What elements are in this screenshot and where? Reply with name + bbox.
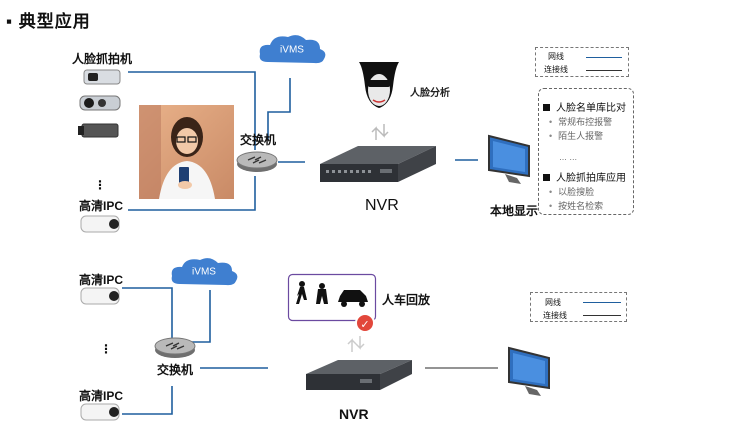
- line-ipc1-switch: [122, 287, 173, 342]
- switch-label-top: 交换机: [240, 133, 277, 147]
- hd-ipc-camera-icon: [80, 403, 120, 421]
- ivms-cloud-bottom: iVMS: [168, 255, 240, 289]
- face-analysis-label: 人脸分析: [410, 88, 450, 99]
- hd-ipc-camera-icon: [80, 215, 120, 233]
- line-cameras-switch: [128, 71, 256, 150]
- line-ivms2-switch: [190, 290, 211, 343]
- feature-group2-item: 以脸搜脸: [549, 185, 594, 198]
- box-camera-icon: [78, 123, 119, 138]
- legend-connection-line: [583, 315, 621, 316]
- face-camera-label: 人脸抓拍机: [72, 52, 133, 66]
- cloud-icon: [171, 258, 238, 286]
- legend-bottom: 网线 连接线: [530, 292, 627, 322]
- person-photo-icon: [139, 105, 234, 199]
- line-ivms-switch: [267, 78, 291, 140]
- nvr-label-top: NVR: [365, 197, 399, 214]
- monitor-icon-top: [488, 134, 530, 184]
- ivms-label-top: iVMS: [280, 44, 304, 56]
- switch-label-bottom: 交换机: [157, 363, 194, 377]
- switch-icon-top: [236, 151, 278, 172]
- legend-connection-label: 连接线: [543, 311, 567, 320]
- line-ipc2-switch: [122, 386, 173, 415]
- legend-connection-line: [586, 70, 622, 71]
- hd-ipc-label-bottom-2: 高清IPC: [79, 389, 124, 403]
- nvr-label-bottom: NVR: [339, 406, 369, 422]
- playback-label: 人车回放: [382, 293, 431, 307]
- bullet-camera-icon: [79, 95, 121, 111]
- ellipsis-vertical-icon: ⋮: [94, 178, 106, 192]
- feature-group2-item: 按姓名检索: [549, 199, 603, 212]
- playback-figures-icon: [287, 273, 377, 322]
- hd-ipc-camera-icon: [80, 287, 120, 305]
- legend-network-label: 网线: [545, 298, 561, 307]
- switch-icon-bottom: [154, 337, 196, 358]
- monitor-icon-bottom: [508, 346, 550, 396]
- legend-top: 网线 连接线: [535, 47, 629, 77]
- legend-connection-label: 连接线: [544, 65, 568, 74]
- feature-group1-item: 陌生人报警: [549, 129, 603, 142]
- feature-group2-title: 人脸抓拍库应用: [543, 169, 626, 184]
- ivms-label-bottom: iVMS: [192, 266, 216, 278]
- feature-ellipsis: … …: [559, 153, 578, 162]
- title-text: 典型应用: [18, 12, 91, 31]
- feature-group1-item: 常规布控报警: [549, 115, 612, 128]
- feature-group1-title: 人脸名单库比对: [543, 99, 626, 114]
- ivms-cloud-top: iVMS: [256, 32, 328, 68]
- feature-list-box: 人脸名单库比对 常规布控报警 陌生人报警 … … 人脸抓拍库应用 以脸搜脸 按姓…: [538, 88, 634, 215]
- hd-ipc-label-bottom-1: 高清IPC: [79, 273, 124, 287]
- check-badge-icon: ✓: [355, 313, 375, 333]
- dome-camera-icon: [83, 69, 121, 85]
- nvr-device-icon-top: [320, 146, 436, 182]
- page-title: ▪ 典型应用: [6, 7, 91, 32]
- nvr-device-icon-bottom: [306, 360, 412, 390]
- legend-network-line: [583, 302, 621, 303]
- legend-network-label: 网线: [548, 52, 564, 61]
- sync-arrows-icon-top: [371, 124, 389, 140]
- legend-network-line: [586, 57, 622, 58]
- face-analysis-icon: [355, 62, 403, 120]
- title-bullet: ▪: [6, 12, 19, 31]
- line-ipc-switch: [128, 176, 256, 211]
- ellipsis-vertical-icon: ⋮: [100, 342, 112, 356]
- cloud-icon: [259, 35, 326, 64]
- hd-ipc-label-top: 高清IPC: [79, 199, 124, 213]
- sync-arrows-icon-bottom: [347, 336, 365, 352]
- local-display-label: 本地显示: [490, 204, 539, 218]
- face-camera-icons: [78, 69, 121, 138]
